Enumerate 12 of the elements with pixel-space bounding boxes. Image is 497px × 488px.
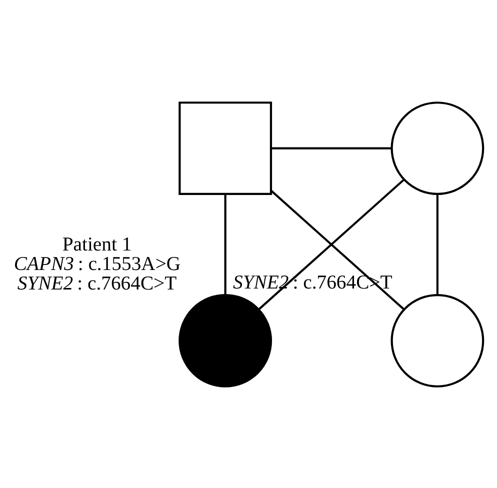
node-label: Patient 1 bbox=[62, 232, 132, 255]
node-label: SYNE2 : c.7664C>T bbox=[17, 272, 177, 294]
node-circle bbox=[390, 294, 484, 387]
node-circle bbox=[178, 294, 272, 387]
connector bbox=[258, 178, 405, 310]
node-label: CAPN3 : c.1553A>G bbox=[14, 252, 181, 275]
connector bbox=[270, 190, 405, 310]
connector bbox=[224, 194, 226, 294]
node-circle bbox=[390, 101, 484, 194]
connector bbox=[271, 146, 392, 149]
connector bbox=[436, 194, 438, 294]
node-box bbox=[178, 101, 272, 194]
